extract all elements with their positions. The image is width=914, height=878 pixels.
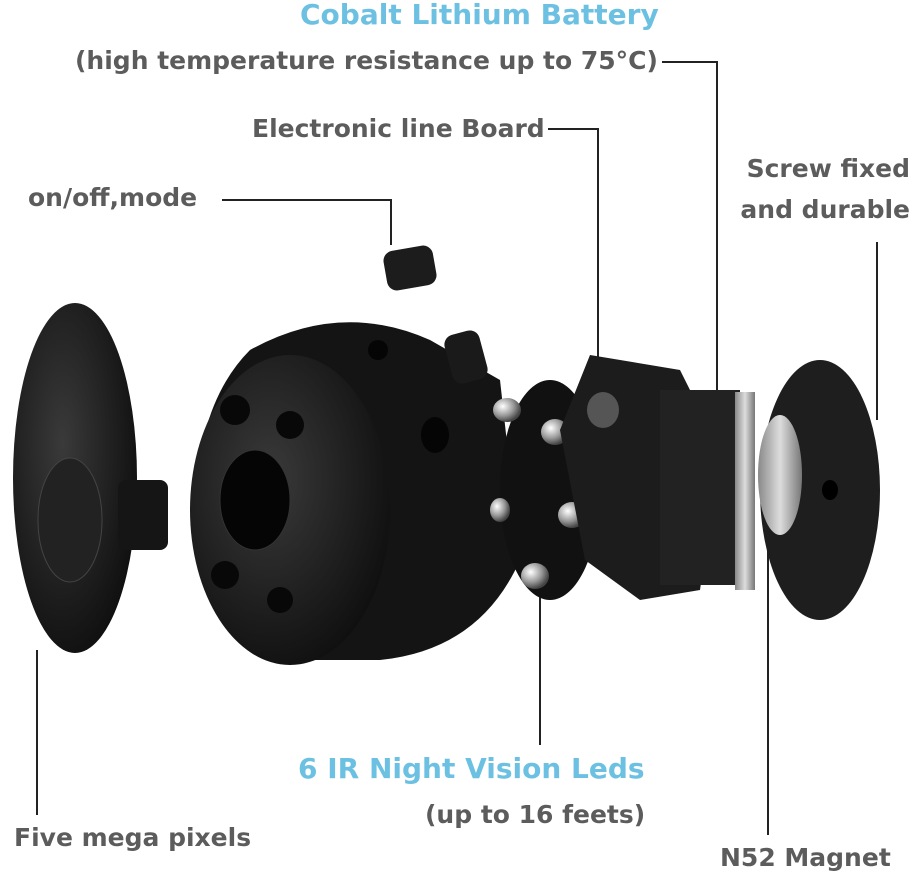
leds-title: 6 IR Night Vision Leds [298, 752, 645, 785]
leader-lines [36, 61, 878, 835]
lens-cover [13, 303, 168, 653]
camera-body [190, 245, 520, 665]
button-label: on/off,mode [28, 183, 198, 212]
battery [660, 390, 755, 590]
leds-note: (up to 16 feets) [425, 800, 646, 829]
lens-label: Five mega pixels [14, 823, 252, 852]
battery-note: (high temperature resistance up to 75°C) [75, 46, 658, 75]
magnet-mount [758, 360, 880, 620]
screw-label-line2: and durable [740, 195, 910, 224]
screw-label-line1: Screw fixed [746, 154, 910, 183]
battery-title: Cobalt Lithium Battery [300, 0, 659, 31]
magnet-label: N52 Magnet [720, 843, 891, 872]
board-label: Electronic line Board [252, 114, 545, 143]
